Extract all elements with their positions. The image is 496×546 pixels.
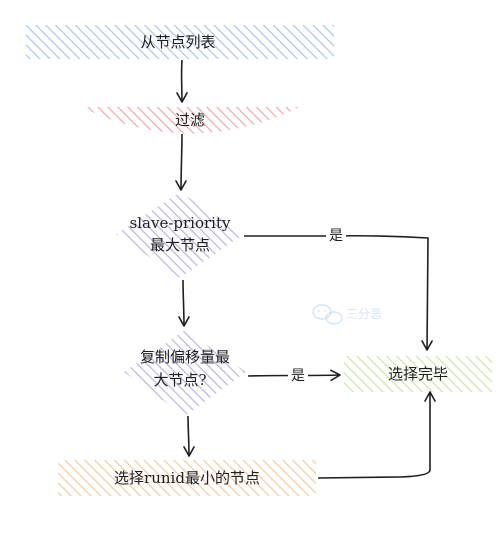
edge-offset-to-runid <box>183 415 195 457</box>
node-filter-label: 过滤 <box>175 111 205 129</box>
edge-priority-yes-line <box>244 234 433 351</box>
node-slave-list-label: 从节点列表 <box>140 33 215 51</box>
watermark-logo-icon <box>312 304 343 325</box>
node-runid-label: 选择runid最小的节点 <box>114 469 260 487</box>
edge-runid-to-done <box>317 391 436 479</box>
node-filter-shape <box>82 107 300 134</box>
edge-priority-to-offset <box>178 279 190 327</box>
node-priority-decision: slave-priority 最大节点 <box>116 192 244 278</box>
node-offset-shape <box>124 330 246 416</box>
edge-runid-to-done-line <box>317 391 436 479</box>
edge-priority-yes-label-bg <box>326 226 346 244</box>
node-offset-decision: 复制偏移量最 大节点? <box>124 330 246 416</box>
node-done-shape <box>344 356 492 392</box>
node-done: 选择完毕 <box>344 356 492 392</box>
node-runid: 选择runid最小的节点 <box>58 460 316 496</box>
node-done-label: 选择完毕 <box>388 365 448 383</box>
edge-offset-yes: 是 <box>247 366 341 384</box>
node-offset-label-line2: 大节点? <box>153 371 206 389</box>
node-priority-shape <box>116 192 244 278</box>
node-priority-label-line1: slave-priority <box>130 214 231 232</box>
node-slave-list-shape <box>26 25 334 59</box>
edge-priority-to-offset-line <box>178 279 190 327</box>
node-offset-label-line1: 复制偏移量最 <box>140 348 230 366</box>
node-slave-list: 从节点列表 <box>26 25 334 59</box>
edge-filter-to-priority-line <box>175 133 187 191</box>
edge-offset-yes-label-bg <box>288 366 308 384</box>
edge-offset-to-runid-line <box>183 415 195 457</box>
edge-filter-to-priority <box>175 133 187 191</box>
watermark-text: 三分恶 <box>346 307 382 321</box>
edge-offset-yes-label: 是 <box>291 368 305 384</box>
watermark: 三分恶 <box>312 304 382 325</box>
edge-priority-yes: 是 <box>244 226 433 351</box>
node-filter: 过滤 <box>82 107 300 134</box>
edge-priority-yes-label: 是 <box>329 228 343 244</box>
node-priority-label-line2: 最大节点 <box>150 236 210 254</box>
node-runid-shape <box>58 460 316 496</box>
